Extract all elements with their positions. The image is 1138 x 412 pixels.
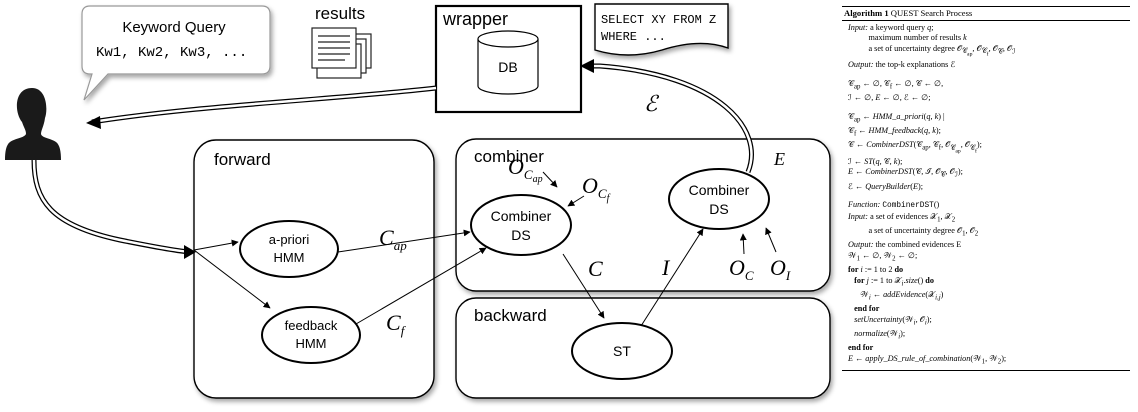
- algorithm-line: maximum number of results k: [848, 33, 967, 43]
- wrapper-to-user-hollow-arrow: [86, 85, 437, 129]
- algorithm-line: 𝒞f ← HMM_feedback(q, k);: [848, 126, 941, 138]
- backward-module: backward ST: [455, 297, 831, 399]
- algorithm-blank-line: [848, 192, 1130, 200]
- flow-arrows: [193, 171, 777, 327]
- algorithm-line: ℐ ← ST(q, 𝒞, k);: [848, 156, 903, 166]
- user-to-forward-hollow-arrow: [31, 159, 196, 259]
- keyword-query-title: Keyword Query: [122, 19, 226, 36]
- combiner-ds-2-line-1: Combiner: [689, 182, 750, 198]
- algorithm-line: ℐ ← ∅, E ← ∅, ℰ ← ∅;: [848, 93, 931, 103]
- svg-text:Cf: Cf: [386, 310, 407, 338]
- sql-line-2: WHERE ...: [601, 30, 666, 44]
- algorithm-line: 𝒞ap ← ∅, 𝒞f ← ∅, 𝒞 ← ∅,: [848, 78, 944, 91]
- algorithm-line: 𝒲1 ← ∅, 𝒲2 ← ∅;: [848, 250, 918, 263]
- forward-title: forward: [214, 150, 271, 169]
- combiner-to-wrapper-hollow-arrow: [580, 59, 754, 173]
- algorithm-line: a set of uncertainty degree 𝒪𝒞ap, 𝒪𝒞f, 𝒪…: [848, 43, 1016, 58]
- svg-text:OCf: OCf: [582, 173, 611, 204]
- algorithm-line: Input: a set of evidences 𝒳1, 𝒳2: [848, 211, 956, 224]
- apriori-line-1: a-priori: [269, 232, 310, 247]
- algorithm-line: Output: the top-k explanations ℰ: [848, 60, 956, 70]
- symbol-script-e: ℰ: [644, 91, 660, 116]
- symbol-o-c-f: OCf: [582, 173, 611, 204]
- algorithm-number: Algorithm 1: [844, 8, 889, 18]
- algorithm-line: Input: a keyword query q;: [848, 22, 934, 32]
- combiner-ds-node-2: Combiner DS: [668, 168, 770, 230]
- algorithm-line: for i := 1 to 2 do: [848, 265, 904, 275]
- feedback-line-2: HMM: [295, 336, 326, 351]
- backward-title: backward: [474, 306, 547, 325]
- results-label: results: [315, 4, 365, 23]
- algorithm-header: Algorithm 1 QUEST Search Process: [842, 6, 1130, 21]
- keyword-query-keywords: Kw1, Kw2, Kw3, ...: [96, 45, 247, 61]
- algorithm-line: Function: CombinerDST(): [848, 200, 940, 211]
- algorithm-line: normalize(𝒲i);: [854, 329, 906, 341]
- forward-module: forward a-priori HMM feedback HMM: [193, 139, 435, 399]
- symbol-i: I: [661, 255, 671, 280]
- algorithm-box: Algorithm 1 QUEST Search Process Input: …: [842, 6, 1130, 402]
- combiner-module: combiner Combiner DS Combiner DS: [455, 138, 831, 292]
- symbol-o-c-ap: OCap: [508, 154, 543, 185]
- architecture-diagram: Keyword Query Kw1, Kw2, Kw3, ... results…: [5, 3, 831, 399]
- svg-text:OC: OC: [729, 255, 754, 283]
- combiner-ds-1-line-1: Combiner: [491, 208, 552, 224]
- symbol-o-i: OI: [770, 255, 791, 283]
- svg-text:Cap: Cap: [379, 225, 407, 253]
- user-icon: [5, 88, 61, 160]
- algorithm-blank-line: [848, 104, 1130, 112]
- algorithm-line: ℰ ← QueryBuilder(E);: [848, 181, 924, 191]
- symbol-c: C: [588, 256, 603, 281]
- symbol-o-c: OC: [729, 255, 754, 283]
- keyword-query-bubble: Keyword Query Kw1, Kw2, Kw3, ...: [81, 5, 271, 101]
- symbol-c-f: Cf: [386, 310, 407, 338]
- st-label: ST: [613, 343, 631, 359]
- results-documents-icon: [311, 27, 372, 79]
- st-node: ST: [571, 322, 673, 380]
- combiner-ds-2-line-2: DS: [709, 201, 728, 217]
- algorithm-line: E ← CombinerDST(𝒞, ℐ, 𝒪𝒞, 𝒪ℐ);: [848, 167, 963, 180]
- feedback-hmm-node: feedback HMM: [261, 306, 361, 364]
- algorithm-blank-line: [848, 71, 1130, 79]
- algorithm-line: 𝒞ap ← HMM_a_priori(q, k) |: [848, 111, 945, 124]
- database-icon: DB: [477, 30, 539, 95]
- algorithm-line: a set of uncertainty degree 𝒪1, 𝒪2: [848, 226, 979, 238]
- apriori-hmm-node: a-priori HMM: [239, 220, 339, 278]
- wrapper-title: wrapper: [442, 9, 508, 29]
- wrapper-box: wrapper DB: [434, 4, 583, 114]
- symbol-e: E: [773, 149, 785, 169]
- sql-line-1: SELECT XY FROM Z: [601, 13, 716, 27]
- svg-text:OI: OI: [770, 255, 791, 283]
- algorithm-line: Output: the combined evidences E: [848, 240, 962, 250]
- feedback-line-1: feedback: [285, 318, 338, 333]
- algorithm-line: end for: [848, 343, 874, 353]
- algorithm-body: Input: a keyword query q; maximum number…: [842, 21, 1130, 372]
- algorithm-line: setUncertainty(𝒲i, 𝒪i);: [854, 314, 932, 327]
- database-label: DB: [498, 59, 517, 75]
- algorithm-name: QUEST Search Process: [890, 8, 973, 18]
- algorithm-line: 𝒞 ← CombinerDST(𝒞ap, 𝒞f, 𝒪𝒞ap, 𝒪𝒞f);: [848, 140, 982, 155]
- algorithm-line: for j := 1 to 𝒳i.size() do: [854, 275, 934, 288]
- combiner-ds-node-1: Combiner DS: [470, 194, 572, 256]
- algorithm-line: end for: [854, 304, 880, 314]
- algorithm-line: 𝒲i ← addEvidence(𝒳i,j): [848, 290, 944, 302]
- combiner-ds-1-line-2: DS: [511, 227, 530, 243]
- symbol-c-ap: Cap: [379, 225, 407, 253]
- sql-query-document: SELECT XY FROM Z WHERE ...: [594, 3, 729, 56]
- svg-text:OCap: OCap: [508, 154, 543, 185]
- algorithm-line: E ← apply_DS_rule_of_combination(𝒲1, 𝒲2)…: [848, 353, 1007, 366]
- apriori-line-2: HMM: [273, 250, 304, 265]
- combiner-title: combiner: [474, 147, 544, 166]
